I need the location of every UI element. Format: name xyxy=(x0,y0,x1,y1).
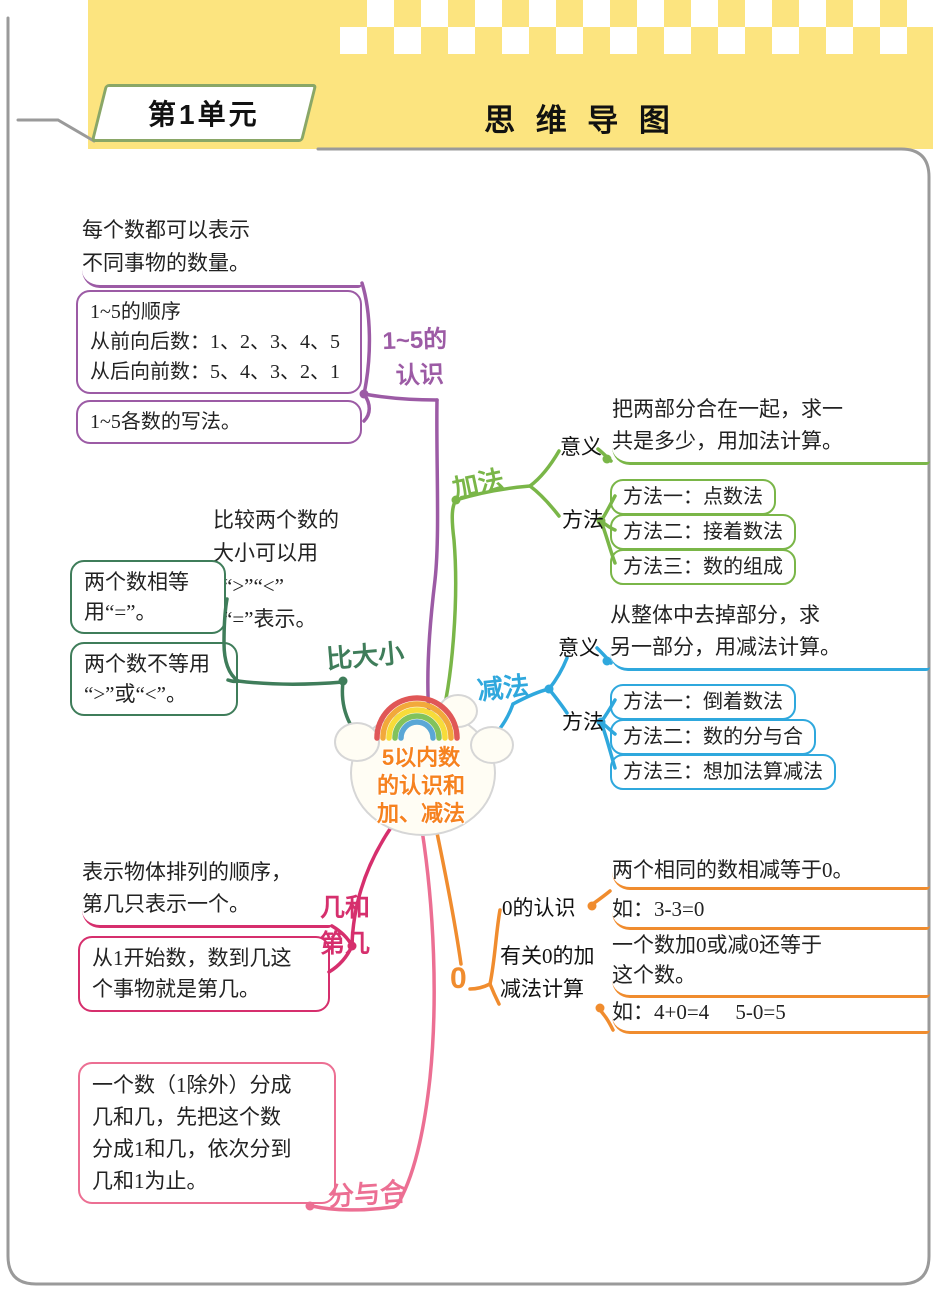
center-cloud-puff-top xyxy=(438,694,478,728)
center-topic-line: 加、减法 xyxy=(376,801,465,826)
unit-badge-label: 第1单元 xyxy=(148,99,260,130)
text-line: 分成1和几，依次分到 xyxy=(92,1137,292,1161)
branch-label-compare: 比大小 xyxy=(324,637,406,675)
note-numbers-meaning: 每个数都可以表示 不同事物的数量。 xyxy=(82,214,362,288)
branch-label-numbers: 1~5的 认识 xyxy=(382,319,449,391)
zero-operations-label: 有关0的加 减法计算 xyxy=(500,940,595,1006)
unit-badge: 第1单元 xyxy=(90,84,318,142)
text-line: 表示物体排列的顺序， xyxy=(82,860,292,884)
zero-operations-example: 如：4+0=4 5-0=5 xyxy=(612,999,930,1034)
text-line: 减法计算 xyxy=(500,977,584,1001)
subtraction-method-2: 方法二：数的分与合 xyxy=(610,719,816,755)
text-line: 如：3-3=0 xyxy=(612,897,705,921)
text-line: “>”“<” xyxy=(223,574,284,598)
subtraction-method-1: 方法一：倒着数法 xyxy=(610,684,796,720)
compare-unequal-note: 两个数不等用 “>”或“<”。 xyxy=(70,642,238,716)
text-line: 两个数不等用 xyxy=(84,652,210,676)
text-line: “=”表示。 xyxy=(223,607,317,631)
branch-label-split: 分与合 xyxy=(327,1176,408,1212)
text-line: 几和几，先把这个数 xyxy=(92,1105,281,1129)
text-line: 两个数相等 xyxy=(84,570,189,594)
text-line: 第几只表示一个。 xyxy=(82,892,250,916)
text-line: 用“=”。 xyxy=(84,600,157,624)
branch-label-line: 认识 xyxy=(395,361,445,390)
ordinal-note-counting: 从1开始数，数到几这 个事物就是第几。 xyxy=(78,936,330,1012)
text-line: 1~5的顺序 xyxy=(90,301,181,323)
addition-meaning-label: 意义 xyxy=(560,435,602,459)
text-line: 从整体中去掉部分，求 xyxy=(610,603,820,627)
text-line: 这个数。 xyxy=(612,963,696,987)
branch-label-line: 1~5的 xyxy=(382,325,448,356)
subtraction-meaning-label: 意义 xyxy=(558,636,600,660)
center-cloud-puff-left xyxy=(334,722,380,762)
text-line: 从前向后数：1、2、3、4、5 xyxy=(90,331,340,353)
zero-operations-text: 一个数加0或减0还等于 这个数。 xyxy=(612,930,930,998)
text-line: 1~5各数的写法。 xyxy=(90,411,241,433)
text-line: 共是多少，用加法计算。 xyxy=(612,429,843,453)
text-line: 把两部分合在一起，求一 xyxy=(612,397,843,421)
page-title: 思 维 导 图 xyxy=(484,103,676,138)
text-line: 一个数（1除外）分成 xyxy=(92,1073,292,1097)
text-line: 有关0的加 xyxy=(500,944,595,968)
center-topic: 5以内数 的认识和 加、减法 xyxy=(350,744,492,828)
center-cloud-puff-right xyxy=(470,726,514,764)
subtraction-meaning-text: 从整体中去掉部分，求 另一部分，用减法计算。 xyxy=(610,599,930,671)
addition-method-label: 方法 xyxy=(562,508,604,532)
text-line: 从1开始数，数到几这 xyxy=(92,946,292,970)
compare-description: 比较两个数的 大小可以用 “>”“<” “=”表示。 xyxy=(213,504,339,636)
text-line: 个事物就是第几。 xyxy=(92,977,260,1001)
text-line: 大小可以用 xyxy=(213,541,318,565)
compare-equal-note: 两个数相等 用“=”。 xyxy=(70,560,226,634)
center-topic-line: 5以内数 xyxy=(381,745,461,770)
text-line: “>”或“<”。 xyxy=(84,682,187,706)
text-line: 不同事物的数量。 xyxy=(82,251,250,275)
branch-label-zero: 0 xyxy=(450,962,467,995)
addition-method-1: 方法一：点数法 xyxy=(610,479,776,515)
text-line: 每个数都可以表示 xyxy=(82,218,250,242)
zero-recognition-label: 0的认识 xyxy=(502,896,576,920)
text-line: 比较两个数的 xyxy=(213,508,339,532)
zero-recognition-text: 两个相同的数相减等于0。 xyxy=(612,857,930,890)
note-numbers-order: 1~5的顺序 从前向后数：1、2、3、4、5 从后向前数：5、4、3、2、1 xyxy=(76,290,362,394)
split-note: 一个数（1除外）分成 几和几，先把这个数 分成1和几，依次分到 几和1为止。 xyxy=(78,1062,336,1204)
addition-method-2: 方法二：接着数法 xyxy=(610,514,796,550)
branch-label-subtraction: 减法 xyxy=(475,670,531,706)
ordinal-note-order: 表示物体排列的顺序， 第几只表示一个。 xyxy=(82,856,332,928)
text-line: 从后向前数：5、4、3、2、1 xyxy=(90,361,340,383)
text-line: 如：4+0=4 5-0=5 xyxy=(612,1000,786,1024)
note-numbers-writing: 1~5各数的写法。 xyxy=(76,400,362,444)
text-line: 两个相同的数相减等于0。 xyxy=(612,858,854,882)
subtraction-method-3: 方法三：想加法算减法 xyxy=(610,754,836,790)
addition-method-3: 方法三：数的组成 xyxy=(610,549,796,585)
text-line: 一个数加0或减0还等于 xyxy=(612,933,822,957)
center-topic-line: 的认识和 xyxy=(376,773,465,798)
zero-recognition-example: 如：3-3=0 xyxy=(612,897,930,930)
header-checker-pattern xyxy=(340,0,933,54)
addition-meaning-text: 把两部分合在一起，求一 共是多少，用加法计算。 xyxy=(612,393,930,465)
text-line: 另一部分，用减法计算。 xyxy=(610,635,841,659)
branch-label-addition: 加法 xyxy=(449,463,507,505)
subtraction-method-label: 方法 xyxy=(562,710,604,734)
text-line: 几和1为止。 xyxy=(92,1169,208,1193)
